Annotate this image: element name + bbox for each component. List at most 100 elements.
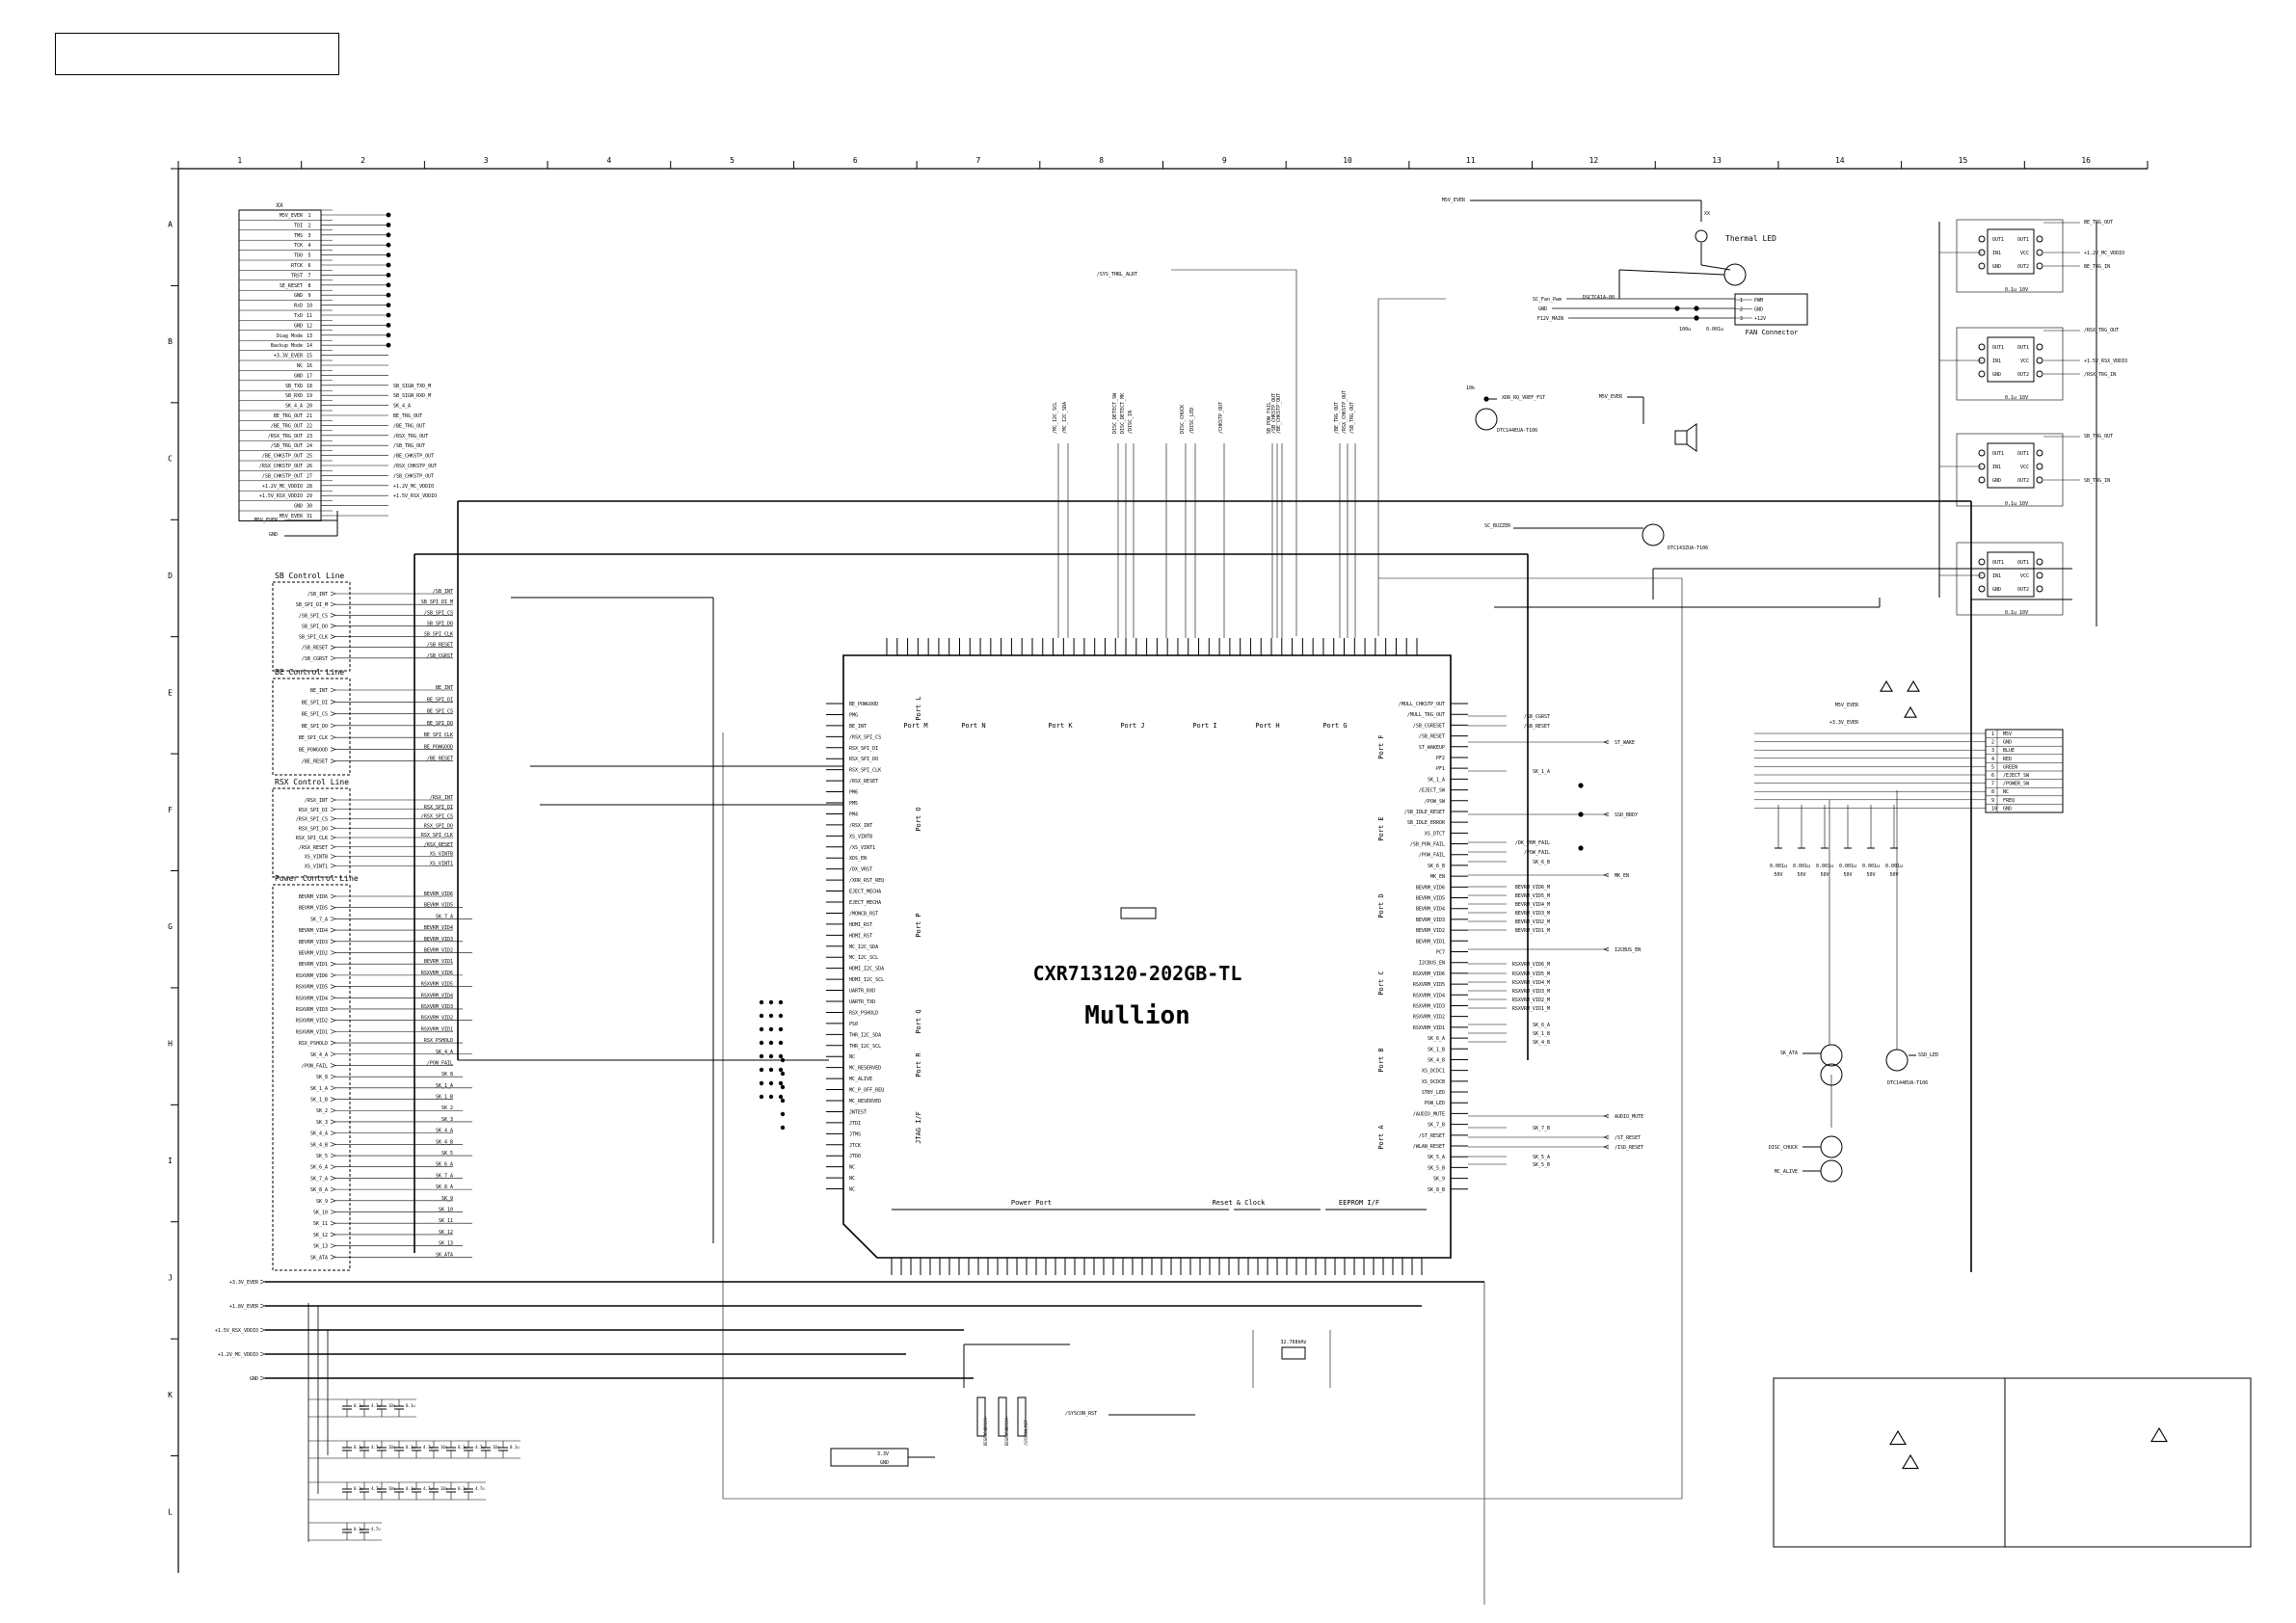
pin-name-right: /WLAN_RESET [1413,1144,1445,1150]
transistor [1885,1049,1909,1072]
pin-name-right: SK_4_B [1428,1057,1445,1063]
net-label-right: SK_13 [439,1241,453,1247]
row-label: L [168,1507,173,1516]
pin-name-right: SK_5_A [1428,1155,1445,1160]
net-label: /BE_TRG_OUT [393,423,425,429]
pin-name-left: /RSX_SPI_CS [849,734,881,740]
buffer-net: /RSX_TRG_OUT [2084,328,2119,333]
pin-name-right: SK_7_B [1428,1123,1445,1129]
net-label: SB_SIGN_TXD_M [393,384,431,389]
net-flag [330,758,336,763]
part-ref: 10k [1466,386,1475,391]
sw-pin-number: 1 [1991,732,1994,737]
net-label-right: BEVRM_VID6 [424,891,453,897]
part-ref: XX [1704,211,1710,217]
right-net-label: BEVRM_VID3_M [1515,911,1550,917]
pin-name: SK_4_A [285,404,303,410]
row-label: G [168,922,173,931]
net-label-right: /SB_SPI_CS [424,610,453,616]
column-label: 6 [853,156,858,165]
buffer-ic [1987,442,2035,489]
pin-name-left: HDMI_I2C_SDA [849,967,884,972]
group-net: RSXVRM_VID4 [296,996,328,1001]
net-flag [1603,1113,1610,1119]
cap-value: 100u [1679,327,1691,333]
pin-name-right: RSXVRM_VID1 [1413,1025,1445,1031]
part-ref: DEG63C4B0100- [983,1416,988,1446]
right-net-label: SK_5_B [1533,1162,1550,1168]
right-net-label: BEVRM_VID2_M [1515,919,1550,925]
group-net: SK_4_A [310,1052,328,1058]
net-label-right: /SB_INT [433,589,453,595]
group-net: BEVRM_VID5 [299,906,328,912]
cap-value: 0.1u [510,1445,520,1450]
buffer-pin: IN1 [1992,359,2001,364]
junction-dot [386,242,391,248]
right-net-label: BEVRM_VID4_M [1515,902,1550,908]
rail-label: GND [250,1376,258,1382]
pin-number: 29 [307,493,312,499]
pin-circle [1978,235,1986,243]
buffer-pin: GND [1992,264,2001,270]
top-net-label: DISC_DETECT_MK [1120,393,1126,434]
column-label: 13 [1712,156,1722,165]
sw-pin-name: GREEN [2003,764,2017,770]
cap-value: 4.7u [475,1486,485,1491]
pin-name: Diag Mode [277,333,303,339]
led-net: SSD_LED [1918,1052,1938,1058]
fan-pin-name: +12V [1754,316,1766,322]
buffer-frame [1956,542,2064,616]
buffer-net: +1.5V_RSX_VDDIO [2084,359,2127,364]
led-net: MC_ALIVE [1775,1169,1798,1175]
pin-name-right: BEVRM_VID3 [1416,918,1445,923]
pin-name-left: BE_POWGOOD [849,702,878,707]
port-label-right: Port C [1377,971,1385,995]
buzzer-transistor [1642,523,1665,546]
pin-number: 6 [307,263,310,269]
group-box [272,678,351,776]
pin-name: TCK [294,243,303,249]
net-label: SB_SIGN_RXD_M [393,393,431,399]
pin-name-left: BE_INT [849,724,867,730]
net-label-right: RSXVRM_VID5 [421,982,453,988]
net-label: +3.3V_EVER [1829,720,1859,726]
sw-pin-number: 8 [1991,789,1994,795]
pin-name-right: SK_9 [1433,1177,1445,1183]
net-label-right: SB_SPI_CLK [424,632,453,638]
net-flag [330,723,336,729]
pin-name-left: THR_I2C_SCL [849,1044,881,1050]
buffer-pin: OUT1 [1992,237,2004,243]
net-flag [330,1029,336,1034]
sw-pin-number: 10 [1991,806,1997,812]
transistor [1820,1135,1843,1158]
buffer-pin: OUT1 [2017,560,2029,566]
pin-number: 15 [307,354,312,359]
pin-name-left: UARTR_RXD [849,989,875,995]
group-net: XS_VINT1 [305,864,328,869]
net-flag [330,634,336,639]
group-net: /SB_CGRST [302,656,328,662]
pin-name: GND [294,373,303,379]
cap-value: 4.7u [423,1445,433,1450]
pin-name-right: SK_6_B [1428,864,1445,869]
pin-name-right: SK_6_A [1428,1036,1445,1042]
junction-dot [778,1026,784,1032]
junction-dot [768,1080,774,1086]
fan-pin-number: 1 [1740,298,1743,304]
port-label-left: Port Q [915,1009,922,1033]
pin-name-right: I2CBUS_EN [1419,961,1445,967]
fan-pin-name: PWM [1754,298,1763,304]
junction-dot [778,999,784,1005]
row-label: H [168,1040,173,1049]
cap-value: 10u [441,1486,448,1491]
warning-triangle [1904,705,1917,718]
net-flag [330,1018,336,1023]
pin-name-left: NC [849,1187,855,1193]
net-flag [330,1074,336,1079]
net-flag [330,1051,336,1057]
thermal-led [1695,229,1708,243]
cap-voltage: 50V [1866,872,1875,878]
junction-dot [386,253,391,257]
pin-name-left: MC_P_OFF_REQ [849,1088,884,1094]
pin-name-right: /SB_CGRESET [1413,723,1445,729]
